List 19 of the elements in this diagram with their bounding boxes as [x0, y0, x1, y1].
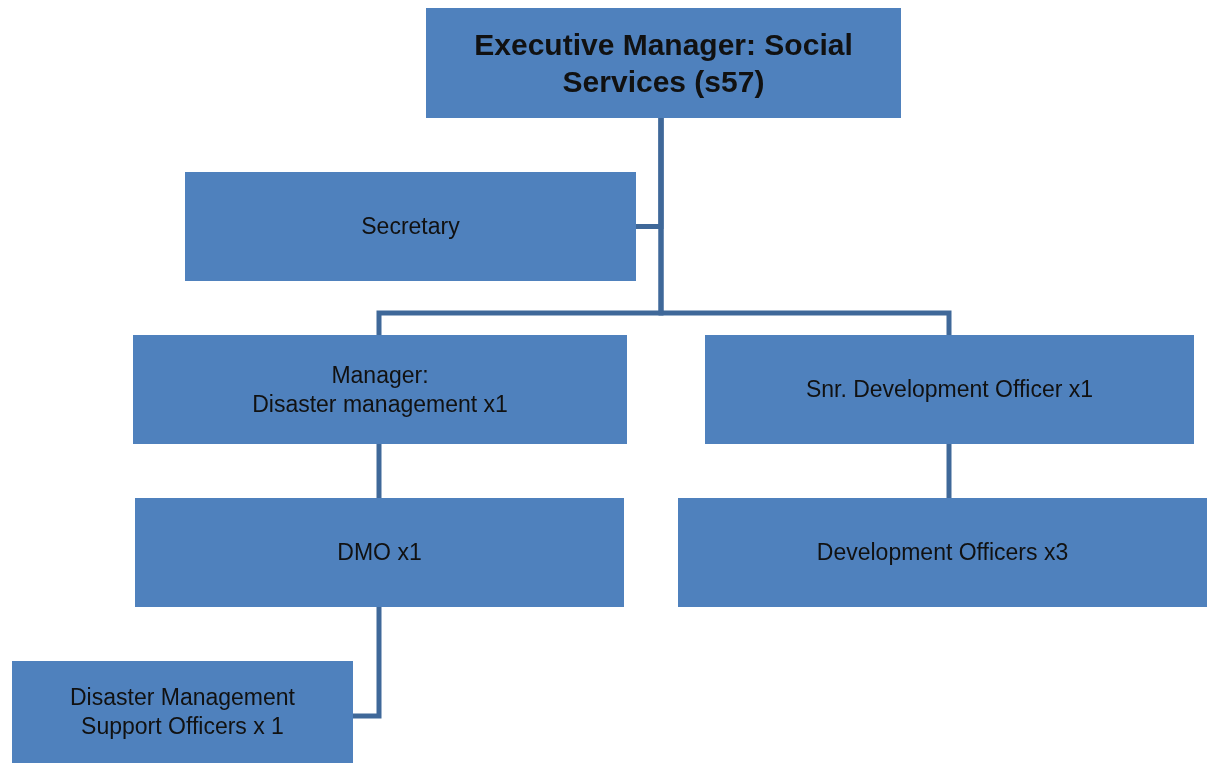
role-title: Executive Manager: Social Services (s57): [473, 26, 854, 100]
role-title: Disaster Management Support Officers x 1: [69, 683, 296, 741]
org-box: [678, 498, 1207, 607]
connector-line: [376, 444, 382, 498]
role-title: Manager:: [331, 360, 429, 390]
role-title: DMO x1: [337, 538, 422, 567]
role-title: Disaster management x1: [252, 389, 508, 419]
role-title: Development Officers x3: [816, 538, 1069, 567]
connector-line: [658, 118, 952, 335]
org-box: [135, 498, 624, 607]
org-box: [133, 335, 627, 444]
connector-line: [946, 444, 952, 498]
connector-line: [353, 607, 382, 719]
org-box: [705, 335, 1194, 444]
org-box: [12, 661, 353, 763]
org-box: [185, 172, 636, 281]
role-title: Snr. Development Officer x1: [805, 375, 1094, 404]
role-title: Secretary: [361, 212, 460, 241]
org-box: [426, 8, 901, 118]
